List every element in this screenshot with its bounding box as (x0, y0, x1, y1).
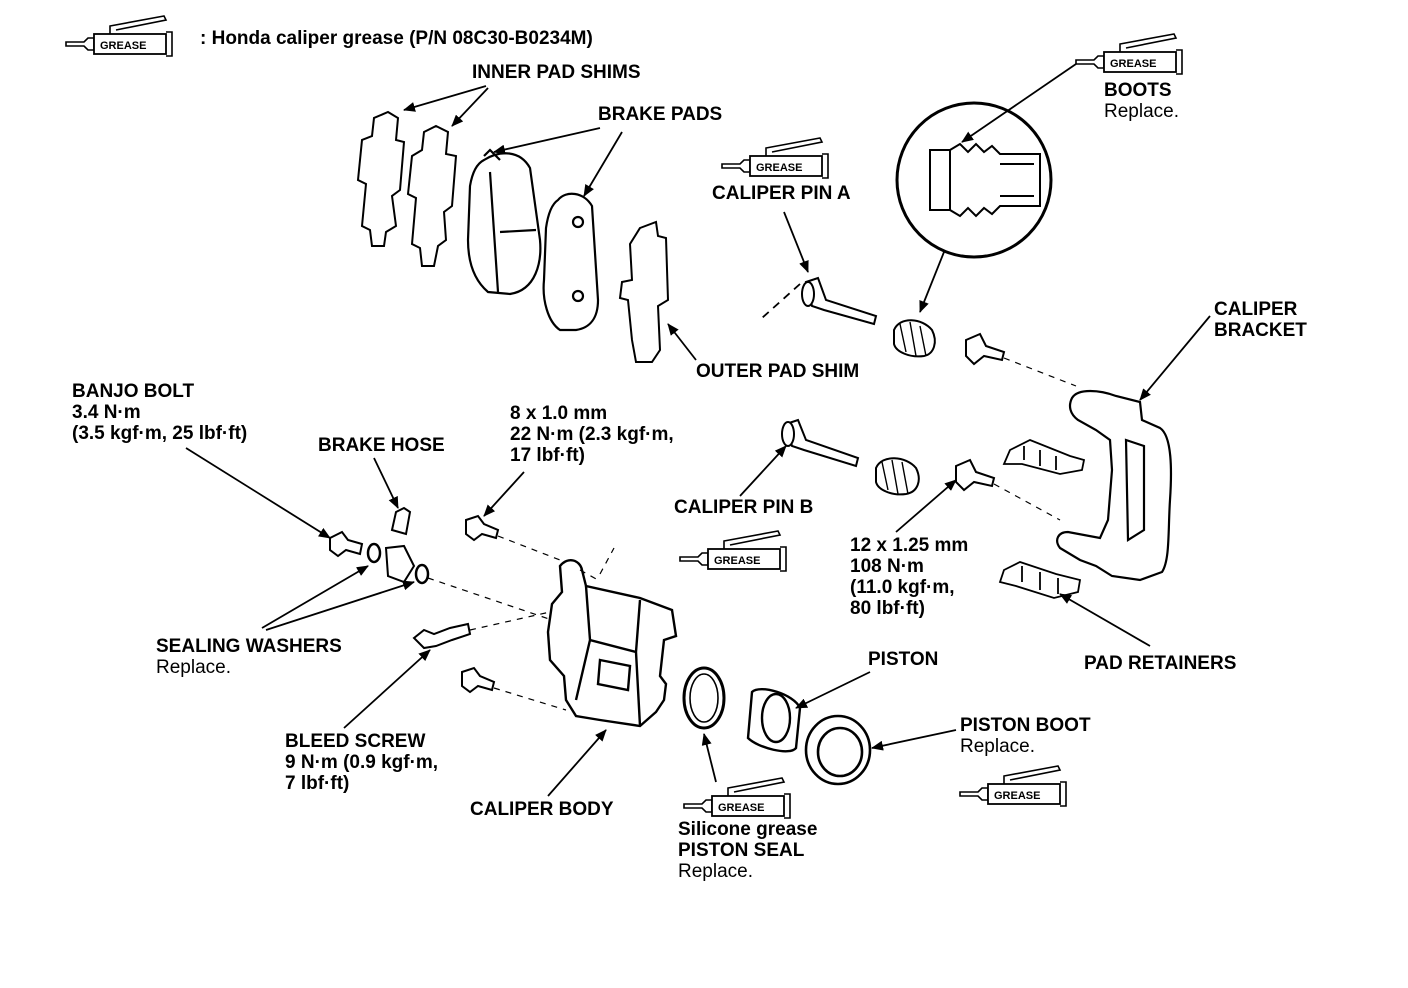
inner-pad-shim-1 (356, 110, 406, 247)
legend-grease-icon (65, 15, 173, 57)
brake-pad-inner (466, 148, 542, 296)
caliper-body-label: CALIPER BODY (470, 799, 614, 820)
caliper-bolt-upper (465, 514, 500, 542)
boot-b (875, 457, 920, 496)
brake-pad-outer (542, 192, 600, 332)
caliper-bolt-lower (461, 666, 496, 694)
sealing-washers-label: SEALING WASHERS Replace. (156, 636, 342, 678)
caliper-pin-a-label: CALIPER PIN A (712, 183, 851, 204)
piston-label: PISTON (868, 649, 939, 670)
banjo-bolt (329, 530, 364, 558)
assembly-axes (427, 357, 1077, 711)
boots-detail-circle (895, 101, 1053, 259)
caliper-body (546, 559, 678, 728)
caliper-pin-b (781, 418, 860, 468)
pin-b-grease-icon (679, 530, 787, 572)
pad-retainers-label: PAD RETAINERS (1084, 653, 1237, 674)
piston-boot-label: PISTON BOOT Replace. (960, 715, 1091, 757)
pad-retainer-lower (998, 561, 1082, 599)
caliper-pin-b-label: CALIPER PIN B (674, 497, 814, 518)
sealing-washer-2 (414, 563, 430, 585)
outer-pad-shim (618, 220, 670, 363)
bleed-screw (412, 622, 472, 650)
outer-pad-shim-label: OUTER PAD SHIM (696, 361, 860, 382)
caliper-pin-a (801, 276, 878, 326)
boots-label: BOOTS Replace. (1104, 80, 1179, 122)
banjo-bolt-label: BANJO BOLT 3.4 N·m (3.5 kgf·m, 25 lbf·ft… (72, 381, 248, 444)
piston-seal-label: Silicone grease PISTON SEAL Replace. (678, 819, 818, 882)
legend-text: : Honda caliper grease (P/N 08C30-B0234M… (200, 28, 593, 49)
inner-pad-shim-2 (406, 124, 458, 267)
bracket-bolt-upper (965, 332, 1006, 366)
pin-a-grease-icon (721, 137, 829, 179)
piston-seal-grease-icon (683, 777, 791, 819)
inner-pad-shims-label: INNER PAD SHIMS (472, 62, 641, 83)
caliper-bolt-spec-label: 8 x 1.0 mm 22 N·m (2.3 kgf·m, 17 lbf·ft) (510, 403, 674, 466)
brake-pads-label: BRAKE PADS (598, 104, 723, 125)
caliper-bracket (1056, 389, 1173, 582)
bleed-screw-label: BLEED SCREW 9 N·m (0.9 kgf·m, 7 lbf·ft) (285, 731, 439, 794)
leader-lines (185, 63, 1211, 797)
boots-grease-icon (1075, 33, 1183, 75)
bracket-bolt-lower (955, 458, 996, 492)
brake-hose-label: BRAKE HOSE (318, 435, 445, 456)
bracket-bolt-spec-label: 12 x 1.25 mm 108 N·m (11.0 kgf·m, 80 lbf… (850, 535, 969, 619)
sealing-washer-1 (366, 542, 382, 564)
caliper-bracket-label: CALIPER BRACKET (1214, 299, 1307, 341)
piston-boot (804, 714, 872, 786)
piston (746, 687, 802, 753)
piston-seal-ring (682, 666, 726, 730)
pad-retainer-upper (1002, 439, 1086, 475)
boot-a (893, 319, 936, 358)
piston-boot-grease-icon (959, 765, 1067, 807)
brake-hose-fitting (384, 506, 416, 584)
